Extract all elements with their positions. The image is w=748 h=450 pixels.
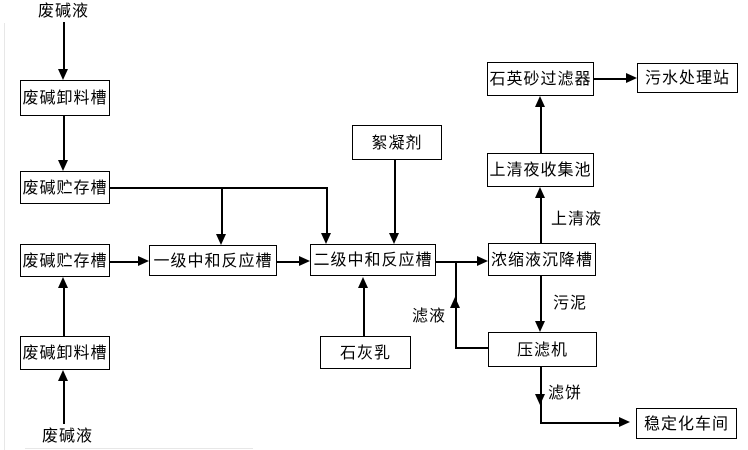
edge-cake-stabilization-h — [540, 422, 620, 424]
edge-neutral1-neutral2 — [277, 261, 300, 263]
arrowhead-down-icon — [58, 69, 68, 80]
arrowhead-down-icon — [535, 321, 545, 332]
edge-flocculant-neutral2 — [394, 160, 396, 234]
node-supernatant-collection-pool: 上清夜收集池 — [487, 153, 594, 187]
node-concentrate-settling-tank: 浓缩液沉降槽 — [488, 243, 596, 276]
label-feed-top: 废碱液 — [38, 1, 90, 20]
edge-unloadtop-storagetop — [63, 116, 65, 161]
node-lime-milk: 石灰乳 — [320, 336, 411, 369]
label-filter-cake: 滤饼 — [548, 383, 583, 402]
arrowhead-down-icon — [321, 233, 331, 244]
node-sewage-treatment-station: 污水处理站 — [637, 63, 738, 93]
node-second-stage-neutralization-tank: 二级中和反应槽 — [310, 244, 436, 276]
page-edge-left — [4, 23, 5, 450]
edge-branch-to-neutral1 — [221, 187, 223, 235]
edge-settling-pool — [540, 198, 542, 243]
edge-settling-filterpress — [540, 276, 542, 322]
arrowhead-up-icon — [358, 277, 368, 288]
node-waste-alkali-unload-tank-bottom: 废碱卸料槽 — [20, 336, 110, 370]
arrowhead-up-icon — [450, 297, 460, 308]
arrowhead-up-icon — [535, 96, 545, 107]
node-filter-press: 压滤机 — [488, 332, 597, 367]
arrowhead-right-icon — [477, 256, 488, 266]
label-supernatant: 上清液 — [551, 209, 603, 228]
edge-sandfilter-sewage — [594, 78, 627, 80]
arrowhead-right-icon — [138, 256, 149, 266]
page-edge-bottom — [25, 448, 253, 449]
edge-filterpress-filtrate-h — [455, 347, 488, 349]
arrowhead-down-icon — [535, 394, 545, 405]
arrowhead-down-icon — [216, 234, 226, 245]
label-sludge: 污泥 — [553, 293, 588, 312]
node-quartz-sand-filter: 石英砂过滤器 — [487, 62, 594, 96]
arrowhead-up-icon — [535, 187, 545, 198]
arrowhead-right-icon — [619, 417, 630, 427]
node-stabilization-workshop: 稳定化车间 — [636, 408, 737, 439]
label-filtrate: 滤液 — [412, 306, 447, 325]
edge-storagetop-branch-h — [110, 187, 328, 189]
edge-feedtop-unloadtop — [63, 22, 65, 70]
arrowhead-right-icon — [626, 73, 637, 83]
edge-unloadbottom-storagebottom — [63, 288, 65, 336]
edge-pool-sandfilter — [540, 107, 542, 153]
edge-neutral2-settling — [436, 261, 478, 263]
node-waste-alkali-unload-tank-top: 废碱卸料槽 — [20, 80, 110, 116]
arrowhead-down-icon — [58, 160, 68, 171]
edge-feedbottom-unloadbottom — [63, 381, 65, 424]
label-feed-bottom: 废碱液 — [42, 426, 94, 445]
node-flocculant: 絮凝剂 — [352, 125, 442, 160]
node-waste-alkali-storage-tank-bottom: 废碱贮存槽 — [20, 244, 110, 277]
arrowhead-down-icon — [389, 233, 399, 244]
arrowhead-right-icon — [299, 256, 310, 266]
edge-limemilk-neutral2 — [363, 288, 365, 336]
node-first-stage-neutralization-tank: 一级中和反应槽 — [149, 245, 277, 276]
arrowhead-up-icon — [58, 370, 68, 381]
edge-storagebottom-neutral1 — [110, 261, 139, 263]
edge-branch-to-neutral2 — [326, 187, 328, 234]
arrowhead-up-icon — [58, 277, 68, 288]
node-waste-alkali-storage-tank-top: 废碱贮存槽 — [20, 171, 110, 204]
